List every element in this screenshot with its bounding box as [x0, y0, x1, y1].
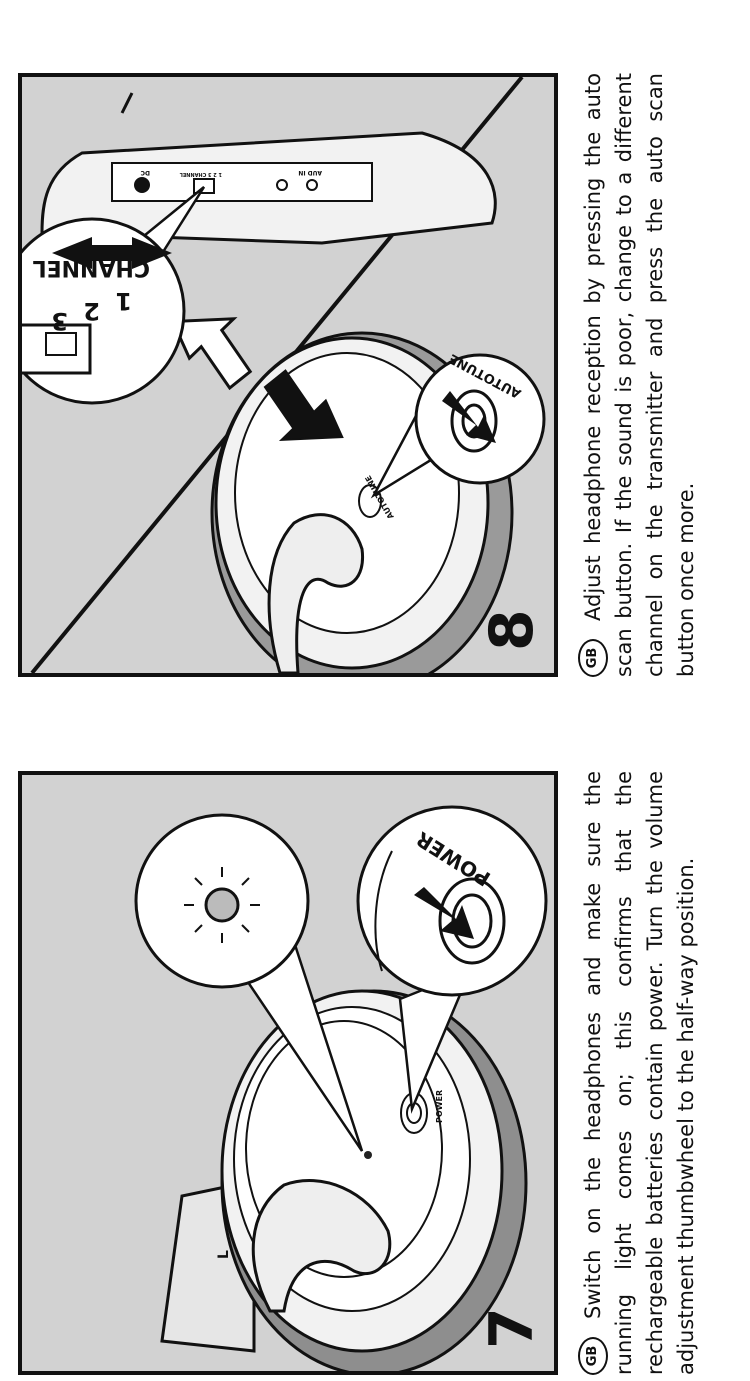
autotune-press-arrow-icon: [442, 391, 496, 443]
step-7-illustration: L POWER: [18, 771, 558, 1375]
language-badge: GB: [577, 1337, 608, 1375]
led-indicator-icon: [364, 1151, 372, 1159]
press-arrow-icon: [414, 887, 474, 939]
channel-slide-arrow-icon: [52, 237, 172, 269]
channel-num-1: 1: [115, 287, 132, 315]
dc-jack-icon: [134, 177, 150, 193]
step-8-caption: GBAdjust headphone reception by pressing…: [577, 73, 702, 677]
power-small-label: POWER: [435, 1090, 444, 1123]
signal-arrow-down-icon: [263, 369, 344, 441]
autotune-channel-drawing: AUTOTUNE AUTOTUNE DC 1 2 3 CHANNEL AUD I…: [22, 77, 547, 673]
language-badge: GB: [577, 639, 608, 677]
caption-text: Adjust headphone reception by pressing t…: [581, 73, 698, 677]
channel-num-2: 2: [83, 297, 100, 325]
signal-arrow-up-icon: [170, 317, 253, 391]
channel-switch-icon: [193, 178, 215, 194]
step-number: 8: [477, 609, 547, 651]
step-7-caption: GBSwitch on the headphones and make sure…: [577, 771, 702, 1375]
channel-num-3: 3: [51, 307, 68, 335]
running-light-icon: [204, 887, 240, 923]
side-l-label: L: [216, 1250, 232, 1259]
caption-text: Switch on the headphones and make sure t…: [581, 771, 698, 1375]
step-8-illustration: AUTOTUNE AUTOTUNE DC 1 2 3 CHANNEL AUD I…: [18, 73, 558, 677]
transmitter-channel-label: 1 2 3 CHANNEL: [179, 171, 222, 177]
audio-in-label: AUD IN: [298, 169, 322, 176]
dc-label: DC: [140, 169, 150, 176]
step-number: 7: [477, 1307, 547, 1349]
headphone-power-drawing: L POWER: [134, 805, 548, 1371]
